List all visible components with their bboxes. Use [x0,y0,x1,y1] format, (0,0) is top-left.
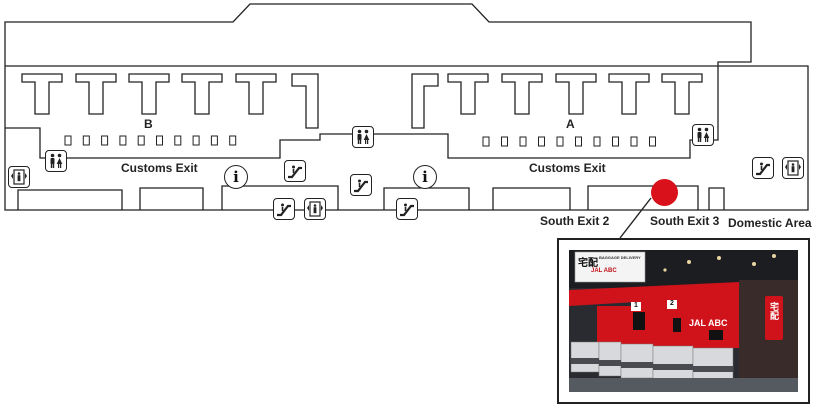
bin-marker [593,136,601,147]
bin-marker [575,136,582,147]
photo-sign-jp: 宅配 [578,258,598,269]
information-icon[interactable]: i [224,165,248,189]
bottom-room [221,185,339,210]
carousel-wall [411,73,439,129]
bin-marker [174,135,182,146]
bin-marker [210,135,218,146]
escalator-icon[interactable] [752,157,774,179]
baggage-carousel [181,73,223,115]
baggage-carousel [447,73,489,115]
bottom-room [17,189,123,210]
photo-sign-en: BAGGAGE DELIVERY [599,255,641,260]
information-glyph: i [233,168,239,186]
elevator-icon[interactable] [782,157,804,179]
bin-marker [101,135,109,146]
bin-marker [119,135,127,146]
gate-area-label-b: B [144,117,153,131]
left-corridor-wall [5,66,719,159]
baggage-counter-photo: 宅配 BAGGAGE DELIVERY JAL ABC JAL ABC 宅配 1… [569,250,798,392]
bin-marker [612,136,619,147]
customs-exit-label-right: Customs Exit [529,161,606,175]
escalator-icon[interactable] [350,174,372,196]
photo-counter-number: 2 [670,300,674,307]
south-exit-2-label: South Exit 2 [540,214,610,228]
carousel-wall [291,73,319,129]
bin-marker [649,136,656,147]
elevator-icon[interactable] [304,198,326,220]
photo-counter-brand: JAL ABC [689,318,728,328]
domestic-area-label: Domestic Area [728,216,812,230]
baggage-carousel [501,73,543,115]
callout-line [619,197,652,239]
escalator-icon[interactable] [284,160,306,182]
bin-marker [229,135,237,146]
photo-sign-brand: JAL ABC [591,268,617,274]
bin-marker [556,136,564,147]
escalator-icon[interactable] [273,198,295,220]
bin-marker [192,135,200,146]
baggage-carousel [75,73,117,115]
baggage-carousel [555,73,597,115]
information-glyph: i [422,168,428,186]
bin-marker [538,136,545,147]
bin-marker [137,135,145,146]
bin-marker [630,136,638,147]
bin-marker [156,135,163,146]
photo-counter-number: 1 [634,302,638,309]
bin-marker [501,136,508,147]
restroom-icon[interactable] [692,124,714,146]
photo-callout: 宅配 BAGGAGE DELIVERY JAL ABC JAL ABC 宅配 1… [557,238,810,404]
bin-marker [82,135,90,146]
location-marker[interactable] [651,179,678,206]
bin-marker [519,136,527,147]
bin-marker [64,135,72,146]
baggage-carousel [235,73,277,115]
bottom-room [708,187,725,210]
bin-marker [482,136,490,147]
baggage-carousel [608,73,650,115]
restroom-icon[interactable] [352,126,374,148]
south-exit-3-label: South Exit 3 [650,214,720,228]
escalator-icon[interactable] [396,198,418,220]
elevator-icon[interactable] [8,166,30,188]
photo-side-sign-jp: 宅配 [769,302,779,320]
customs-exit-label-left: Customs Exit [121,161,198,175]
building-outline [4,3,809,211]
baggage-carousel [21,73,63,115]
bottom-room [139,187,204,210]
information-icon[interactable]: i [413,165,437,189]
baggage-carousel [661,73,703,115]
restroom-icon[interactable] [45,150,67,172]
bottom-room [587,185,699,210]
bottom-room [492,187,571,210]
gate-area-label-a: A [566,117,575,131]
baggage-carousel [128,73,170,115]
